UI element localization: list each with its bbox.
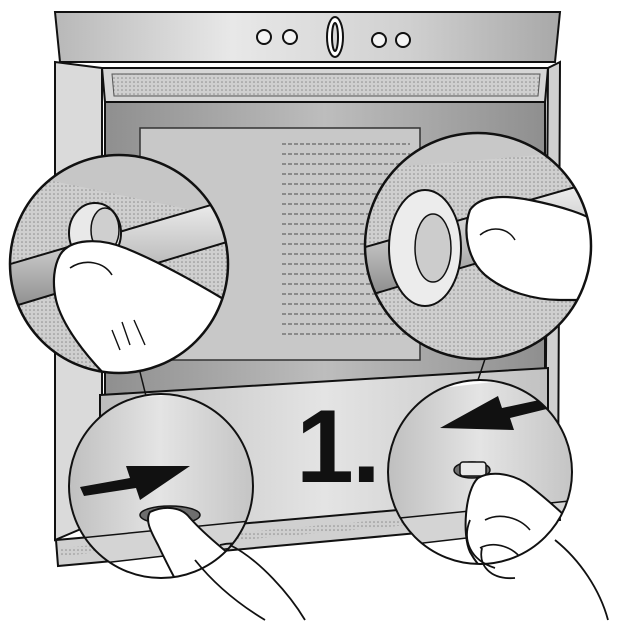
step-number: 1. xyxy=(296,389,379,505)
magnifier-left-top xyxy=(8,153,230,375)
arrow-right-icon xyxy=(80,466,190,500)
leader-line-left xyxy=(139,371,147,397)
control-knobs xyxy=(256,16,411,58)
detail-circle-bottom-right xyxy=(387,379,609,621)
detail-circle-bottom-left xyxy=(68,393,306,621)
magnifier-right-top xyxy=(363,131,593,361)
leader-line-right xyxy=(477,358,486,381)
